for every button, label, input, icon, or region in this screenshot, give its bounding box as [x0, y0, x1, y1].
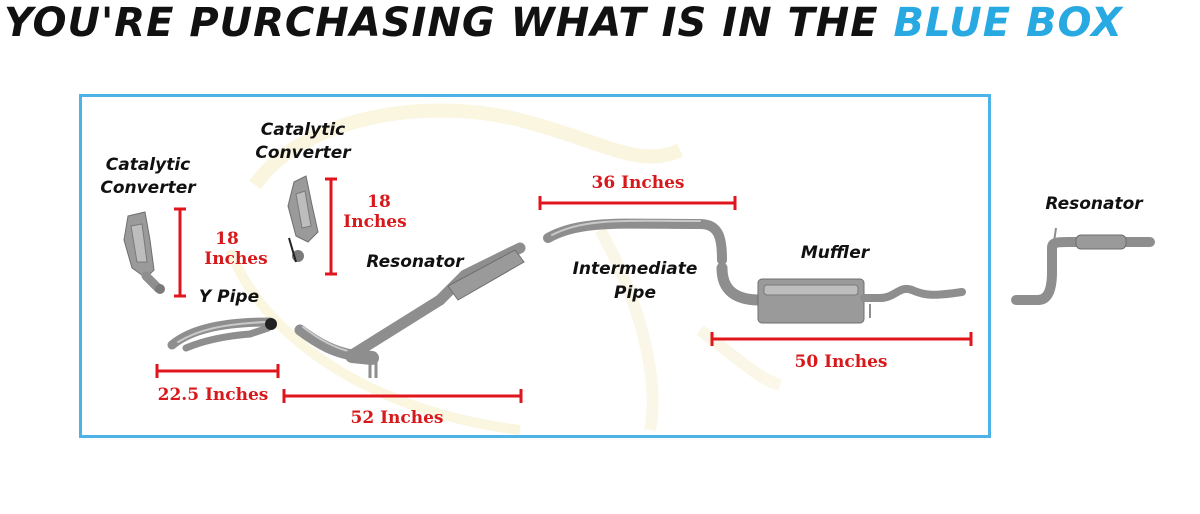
- intermediate-pipe-label-line1: Intermediate: [573, 259, 698, 279]
- y-pipe-part: [167, 317, 277, 352]
- headline-text: YOU'RE PURCHASING WHAT IS IN THE: [4, 0, 879, 46]
- resonator-outside-part: [1011, 227, 1155, 305]
- resonator-dimension-label: 52 Inches: [351, 408, 444, 428]
- muffler-part: [716, 262, 966, 324]
- intermediate-dimension-label: 36 Inches: [592, 173, 685, 193]
- y-pipe-label: Y Pipe: [199, 287, 259, 307]
- cat1-dimension-unit: Inches: [204, 249, 267, 269]
- resonator-pipe-part: [294, 242, 526, 378]
- dimension-lines: [155, 177, 973, 403]
- catalytic-converter-1-label-line2: Converter: [100, 178, 197, 198]
- catalytic-converter-2-part: [287, 175, 319, 263]
- headline-highlight: BLUE BOX: [893, 0, 1123, 46]
- cat2-dimension-unit: Inches: [343, 212, 406, 232]
- resonator-outside-label: Resonator: [1045, 194, 1144, 214]
- muffler-label: Muffler: [801, 243, 871, 263]
- headline: YOU'RE PURCHASING WHAT IS IN THE BLUE BO…: [4, 0, 1196, 46]
- cat2-dimension-value: 18: [367, 192, 391, 212]
- y-pipe-dimension-label: 22.5 Inches: [158, 385, 269, 405]
- intermediate-pipe-label-line2: Pipe: [614, 283, 656, 303]
- resonator-main-label: Resonator: [366, 252, 465, 272]
- catalytic-converter-2-label-line2: Converter: [255, 143, 352, 163]
- muffler-dimension-label: 50 Inches: [795, 352, 888, 372]
- catalytic-converter-1-label-line1: Catalytic: [106, 155, 191, 175]
- intermediate-pipe-part: [543, 218, 727, 265]
- catalytic-converter-2-label-line1: Catalytic: [261, 120, 346, 140]
- watermark: [225, 103, 782, 435]
- cat1-dimension-value: 18: [215, 229, 239, 249]
- catalytic-converter-1-part: [123, 211, 165, 294]
- blue-box-frame: [79, 94, 991, 438]
